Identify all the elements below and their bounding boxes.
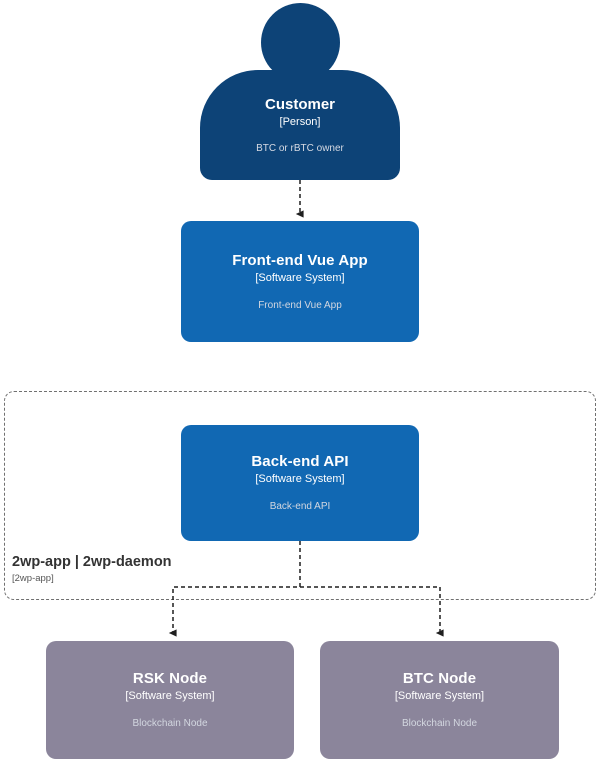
customer-description: BTC or rBTC owner	[256, 142, 344, 154]
node-rsk-node[interactable]: RSK Node [Software System] Blockchain No…	[46, 641, 294, 759]
btc-node-description: Blockchain Node	[401, 718, 478, 729]
customer-title: Customer	[264, 95, 335, 113]
node-backend-api[interactable]: Back-end API [Software System] Back-end …	[181, 425, 419, 541]
rsk-node-description: Blockchain Node	[132, 718, 208, 729]
backend-title: Back-end API	[251, 453, 349, 470]
node-customer[interactable]: Customer [Person] BTC or rBTC owner	[200, 70, 400, 180]
frontend-tech: [Software System]	[255, 271, 345, 284]
boundary-tech: [2wp-app]	[12, 573, 54, 584]
backend-tech: [Software System]	[255, 473, 345, 485]
frontend-description: Front-end Vue App	[258, 299, 342, 311]
btc-node-tech: [Software System]	[394, 690, 485, 702]
node-frontend-vue-app[interactable]: Front-end Vue App [Software System] Fron…	[181, 221, 419, 342]
boundary-label: 2wp-app | 2wp-daemon [2wp-app]	[12, 553, 312, 585]
customer-avatar-icon	[261, 3, 340, 82]
btc-node-title: BTC Node	[402, 670, 477, 687]
rsk-node-tech: [Software System]	[125, 690, 215, 702]
boundary-title: 2wp-app | 2wp-daemon	[12, 554, 172, 570]
rsk-node-title: RSK Node	[132, 670, 208, 687]
customer-tech: [Person]	[279, 115, 321, 128]
node-btc-node[interactable]: BTC Node [Software System] Blockchain No…	[320, 641, 559, 759]
backend-description: Back-end API	[269, 501, 331, 512]
frontend-title: Front-end Vue App	[232, 251, 368, 269]
